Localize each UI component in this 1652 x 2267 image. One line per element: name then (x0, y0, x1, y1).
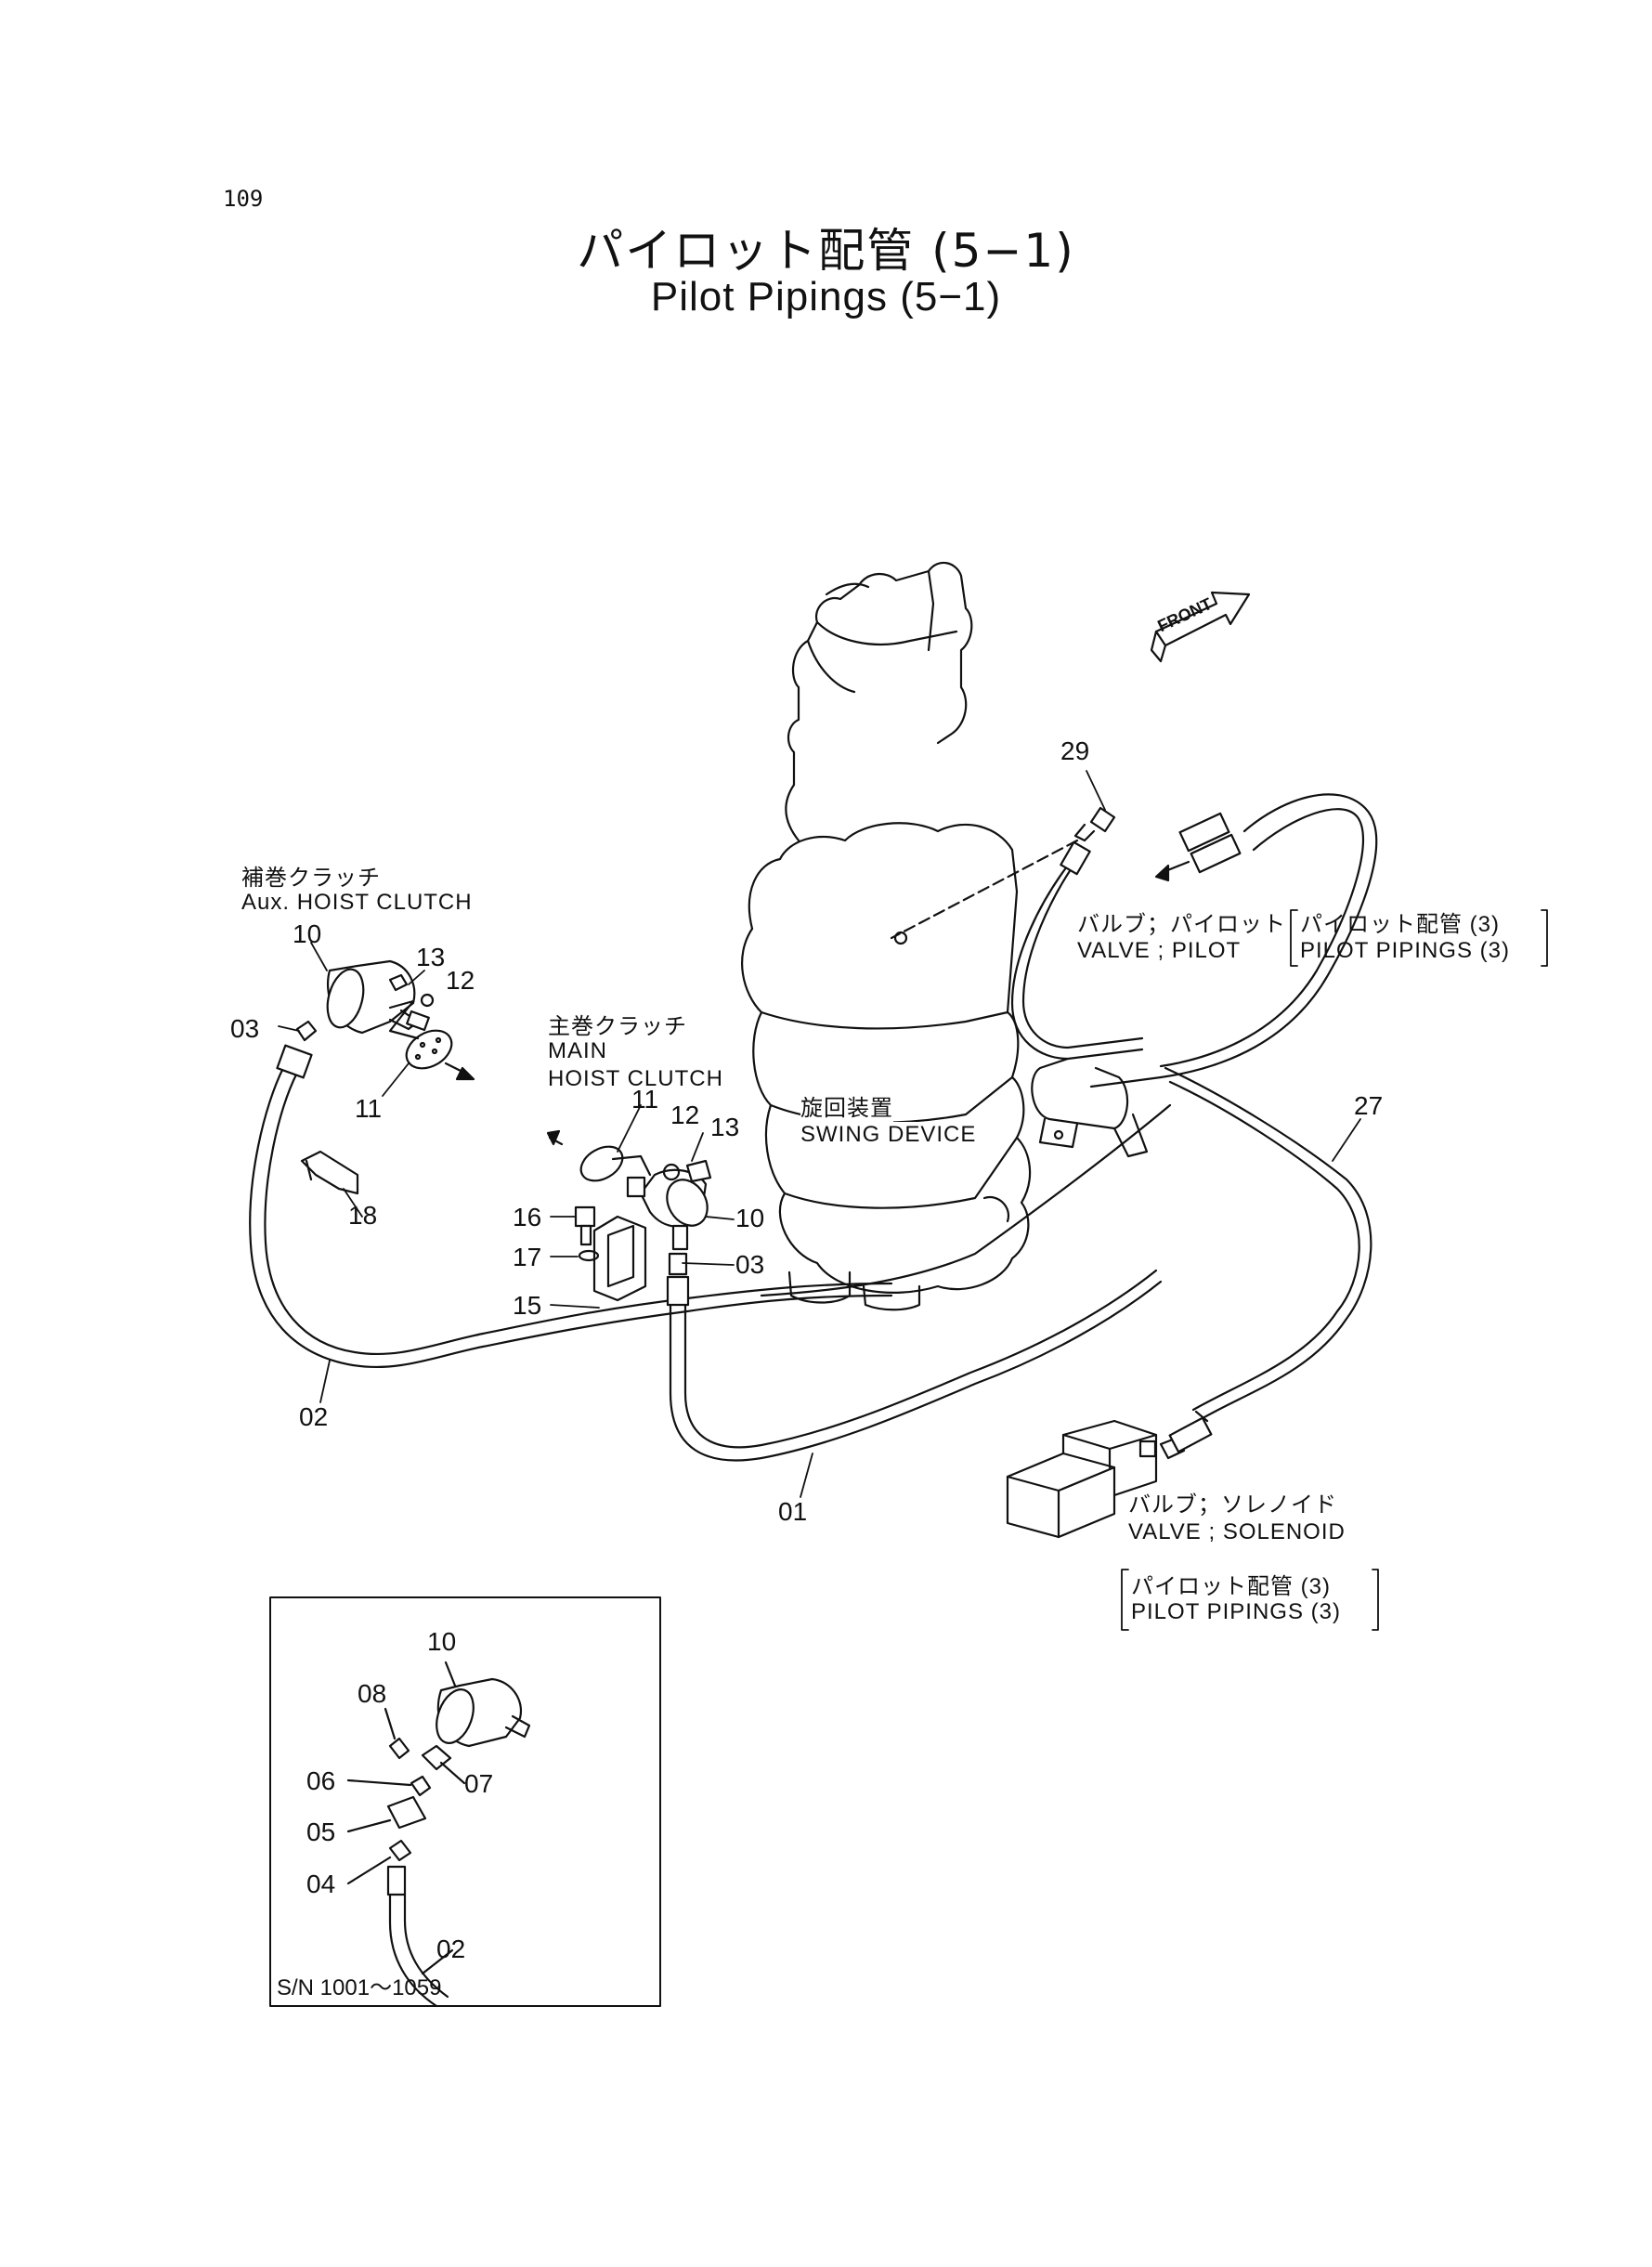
part-number-02: 02 (299, 1402, 329, 1431)
part-number-aux-18: 18 (348, 1201, 378, 1230)
main-clutch-drawing (546, 1129, 712, 1302)
leader-lines (278, 770, 1361, 1498)
solenoid-valve-label-jp: バルブ；ソレノイド (1128, 1492, 1337, 1518)
part-number-main-03: 03 (735, 1250, 765, 1279)
part-number-main-13: 13 (710, 1113, 740, 1141)
pilot-pipings-ref-1-en: PILOT PIPINGS (3) (1300, 938, 1510, 963)
part-number-main-12: 12 (670, 1101, 700, 1129)
part-number-15: 15 (513, 1291, 542, 1320)
part-number-main-10: 10 (735, 1204, 765, 1232)
inset-part-number-10: 10 (427, 1627, 457, 1656)
aux-clutch-drawing (295, 959, 475, 1195)
inset-part-number-04: 04 (306, 1870, 336, 1898)
pilot-pipings-ref-2-jp: パイロット配管 (3) (1131, 1574, 1331, 1599)
swing-device-drawing (741, 561, 1032, 1311)
part-number-aux-13: 13 (416, 943, 446, 971)
pilot-pipings-ref-1-jp: パイロット配管 (3) (1300, 912, 1500, 937)
part-number-main-11: 11 (631, 1085, 659, 1114)
inset-part-number-07: 07 (464, 1769, 494, 1798)
main-clutch-label-en-1: MAIN (548, 1038, 607, 1063)
aux-clutch-label-en: Aux. HOIST CLUTCH (241, 890, 473, 915)
pilot-valve-label-en: VALVE ; PILOT (1077, 938, 1242, 963)
pipe-02 (249, 1044, 893, 1369)
swing-device-label-en: SWING DEVICE (800, 1122, 977, 1148)
reference-brackets (1121, 909, 1548, 1631)
pipe-27 (760, 793, 1378, 1423)
page-number: 109 (223, 186, 264, 212)
front-arrow-icon (1150, 591, 1251, 663)
pipe-bracket (1031, 1057, 1149, 1158)
main-clutch-label-jp: 主巻クラッチ (548, 1014, 687, 1039)
inset-part-number-05: 05 (306, 1818, 336, 1846)
solenoid-valve-drawing (1006, 1410, 1213, 1539)
aux-clutch-label-jp: 補巻クラッチ (241, 866, 381, 891)
pilot-valve-label-jp: バルブ；パイロット (1077, 912, 1286, 937)
part-number-aux-11: 11 (355, 1094, 383, 1123)
pipe-01 (666, 1252, 1163, 1462)
solenoid-valve-label-en: VALVE ; SOLENOID (1128, 1519, 1346, 1544)
inset-part-number-06: 06 (306, 1766, 336, 1795)
part-number-aux-12: 12 (446, 966, 475, 995)
swing-device-label-jp: 旋回装置 (800, 1089, 893, 1122)
inset-serial-range: S/N 1001〜1059 (277, 1975, 442, 2000)
part-number-01: 01 (778, 1497, 808, 1526)
main-clutch-label-en-2: HOIST CLUTCH (548, 1066, 723, 1091)
part-number-aux-10: 10 (293, 919, 322, 948)
part-number-29: 29 (1060, 736, 1090, 765)
part-number-27: 27 (1354, 1091, 1384, 1120)
page-title-english: Pilot Pipings (5−1) (650, 274, 1002, 319)
inset-part-number-08: 08 (358, 1679, 387, 1708)
inset-part-number-02: 02 (436, 1935, 466, 1963)
inset-box (269, 1596, 661, 2008)
part-number-17: 17 (513, 1243, 542, 1271)
part-number-aux-03: 03 (230, 1014, 260, 1043)
pilot-pipings-ref-2-en: PILOT PIPINGS (3) (1131, 1599, 1341, 1624)
part-number-16: 16 (513, 1203, 542, 1231)
pipe-29 (890, 806, 1144, 1061)
page-title-japanese: パイロット配管 (5−1) (577, 224, 1075, 278)
